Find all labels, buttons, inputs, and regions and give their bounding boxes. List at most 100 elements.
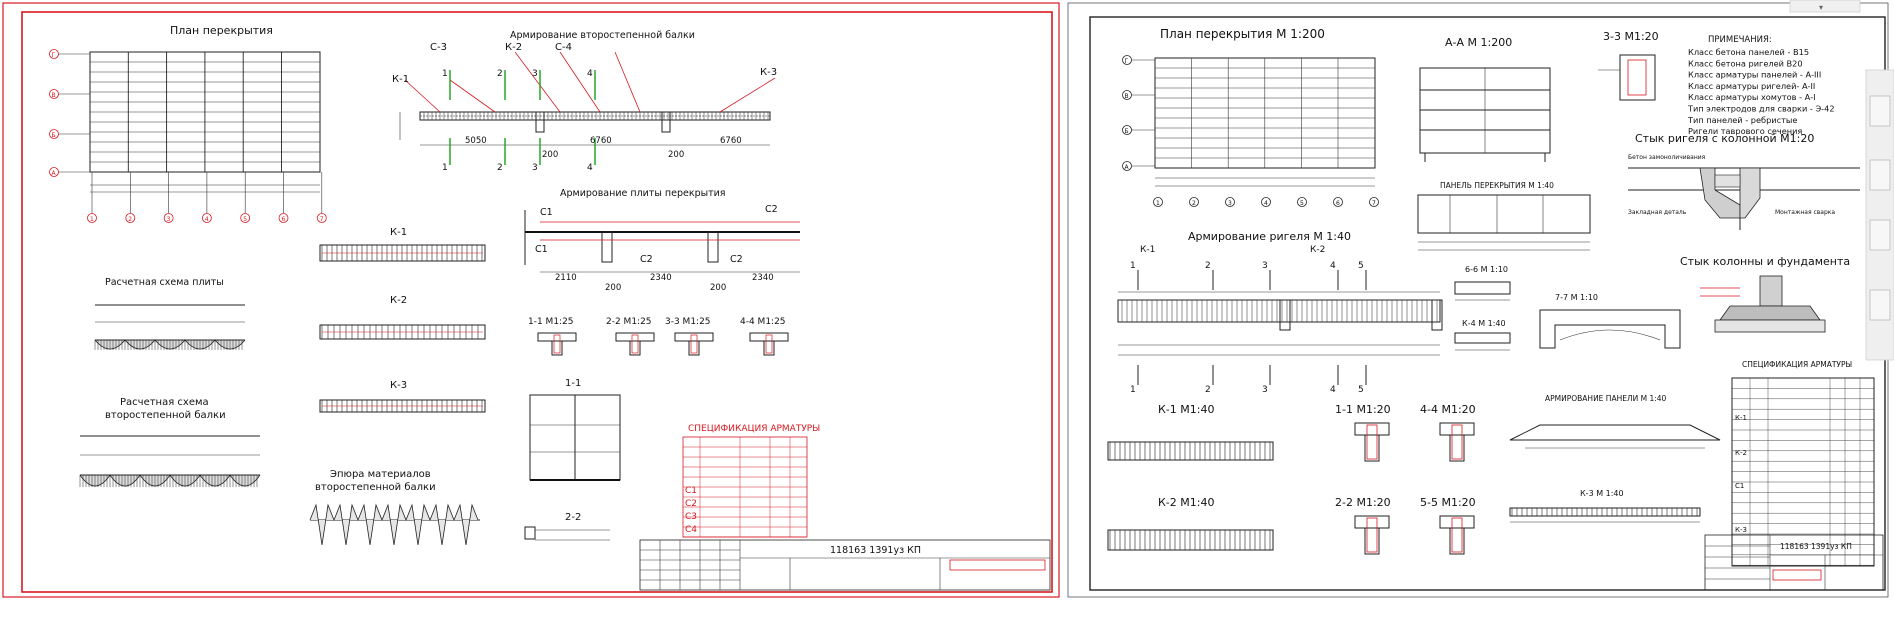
material-title-1: Эпюра материалов	[330, 469, 431, 480]
frame-label: К-2	[1310, 245, 1325, 255]
axis-bubble	[87, 213, 97, 223]
axis-label: 1	[90, 216, 94, 223]
frame-label: К-1	[1140, 245, 1155, 255]
slab-dim: 2340	[650, 273, 672, 283]
frame-k2: К-2	[319, 295, 486, 340]
axis-bubble	[1333, 197, 1343, 207]
section-2-2-title: 2-2	[565, 512, 581, 523]
section-aa-title: А-А М 1:200	[1445, 36, 1512, 49]
gap-dim: 200	[668, 150, 684, 160]
beam-reinforcement-title: Армирование второстепенной балки	[510, 30, 695, 41]
axis-label: А	[1125, 164, 1130, 171]
viewer-button-3[interactable]	[1869, 219, 1891, 251]
viewer-button-4[interactable]	[1869, 289, 1891, 321]
frame-label: С-3	[430, 42, 447, 53]
section-1-1-title: 1-1	[565, 378, 581, 389]
slab-label: С1	[540, 207, 553, 218]
axis-bubble	[240, 213, 251, 223]
viewer-top-button[interactable]: ▾	[1789, 0, 1861, 13]
slab-dim: 200	[710, 283, 726, 293]
section-title: 1-1 М1:25	[528, 317, 574, 327]
note-line: Тип электродов для сварки - Э-42	[1687, 104, 1835, 114]
spec-table	[682, 436, 808, 538]
panel-reinf-drawing	[1509, 424, 1721, 449]
cut-label: 2	[497, 163, 503, 173]
section-7-7-drawing	[1539, 309, 1681, 349]
spec2-title: СПЕЦИФИКАЦИЯ АРМАТУРЫ	[1742, 360, 1852, 369]
calc-beam-title-1: Расчетная схема	[120, 397, 209, 408]
axis-label: 7	[320, 216, 324, 223]
axis-bubble	[1225, 197, 1235, 207]
cut-label: 1	[442, 163, 448, 173]
frame-label: С-4	[555, 42, 572, 53]
girder-title: Армирование ригеля М 1:40	[1188, 230, 1351, 243]
frame-k1-drawing	[1107, 441, 1274, 461]
stamp2-code: 118163 1391уз КП	[1780, 542, 1852, 551]
material-title-2: второстепенной балки	[315, 482, 436, 493]
axis-bubble	[1297, 197, 1307, 207]
cut-label: 2	[1205, 261, 1211, 271]
axis-label: Г	[1125, 58, 1129, 65]
note-line: Класс бетона панелей - В15	[1688, 47, 1809, 57]
frame-label: К-1	[392, 74, 409, 85]
cut-label: 1	[442, 69, 448, 79]
viewer-button-1[interactable]	[1869, 95, 1891, 127]
frame-k1-label: К-1	[390, 227, 407, 238]
slab-label: С2	[640, 254, 653, 265]
note-line: Класс арматуры хомутов - А-I	[1688, 92, 1816, 102]
section-title: 2-2 М1:20	[1335, 496, 1391, 509]
axis-bubble	[278, 213, 289, 223]
axis-label: А	[52, 170, 57, 177]
cut-label: 3	[532, 163, 538, 173]
axis-label: 6	[282, 216, 286, 223]
spec-mark: С2	[685, 499, 697, 509]
section-title: 5-5 М1:20	[1420, 496, 1476, 509]
viewer-button-2[interactable]	[1869, 159, 1891, 191]
note-line: Класс арматуры ригелей- А-II	[1688, 81, 1815, 91]
floor-plan	[89, 51, 321, 193]
frame-k3-label: К-3	[390, 380, 407, 391]
column-joint-title: Стык колонны и фундамента	[1680, 255, 1850, 268]
axis-bubble	[125, 213, 136, 223]
cut-label: 4	[587, 69, 593, 79]
axis-label: Г	[52, 52, 56, 59]
span-dim: 6760	[720, 136, 742, 146]
cut-label: 1	[1130, 385, 1136, 395]
axis-bubble	[163, 213, 174, 223]
section-title: 3-3 М1:25	[665, 317, 711, 327]
axis-bubble	[316, 213, 327, 223]
section-7-7-title: 7-7 М 1:10	[1555, 293, 1598, 302]
cut-label: 4	[587, 163, 593, 173]
axis-label: 3	[167, 216, 171, 223]
cut-label: 2	[1205, 385, 1211, 395]
section-title: 4-4 М1:20	[1420, 403, 1476, 416]
span-dim: 6760	[590, 136, 612, 146]
span-dim: 5050	[465, 136, 487, 146]
gap-dim: 200	[542, 150, 558, 160]
calc-slab-diagram	[94, 304, 246, 350]
frame-k3-drawing	[1509, 507, 1701, 523]
axis-label: 7	[1372, 200, 1376, 207]
k3-title: К-3 М 1:40	[1580, 489, 1624, 498]
spec-group: К-3	[1735, 526, 1747, 534]
spec-mark: С1	[685, 486, 697, 496]
section-6-6-drawing	[1454, 281, 1511, 301]
slab-reinforcement-title: Армирование плиты перекрытия	[560, 188, 726, 199]
dropdown-arrow-icon: ▾	[1819, 3, 1823, 12]
axis-bubble	[1369, 197, 1379, 207]
axis-label: Б	[52, 132, 56, 139]
k2-title: К-2 М1:40	[1158, 496, 1214, 509]
k4-drawing	[1454, 332, 1511, 351]
plan2-title: План перекрытия М 1:200	[1160, 27, 1325, 41]
axis-bubble	[1189, 197, 1199, 207]
section-aa-drawing	[1419, 67, 1551, 162]
joint-title: Стык ригеля с колонной М1:20	[1635, 132, 1814, 145]
axis-label: 2	[128, 216, 132, 223]
section-title: 2-2 М1:25	[606, 317, 652, 327]
axis-label: 1	[1156, 200, 1160, 207]
calc-beam-diagram	[79, 435, 261, 488]
